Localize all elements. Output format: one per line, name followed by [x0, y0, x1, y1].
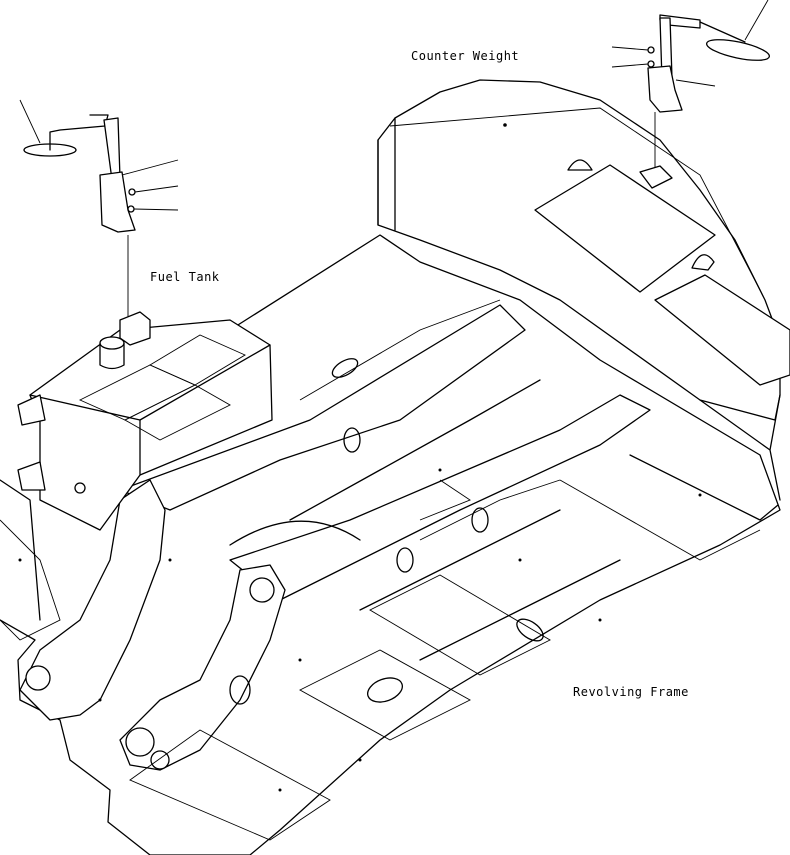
mirror-assembly-right — [611, 0, 770, 189]
boom-foot-left — [19, 479, 166, 721]
left-beam — [119, 304, 526, 511]
label-fuel-tank: Fuel Tank — [150, 270, 220, 284]
right-beam — [229, 394, 651, 601]
revolving-frame — [0, 234, 781, 855]
counter-weight — [377, 79, 790, 501]
mirror-right-icon — [706, 39, 770, 61]
label-revolving-frame: Revolving Frame — [573, 685, 689, 699]
label-counter-weight: Counter Weight — [411, 49, 519, 63]
boom-foot-right — [119, 564, 286, 771]
grille-plate-left — [534, 164, 716, 293]
grille-plate-right — [654, 274, 790, 386]
mirror-assembly-left — [19, 99, 179, 346]
fuel-tank — [17, 319, 273, 531]
